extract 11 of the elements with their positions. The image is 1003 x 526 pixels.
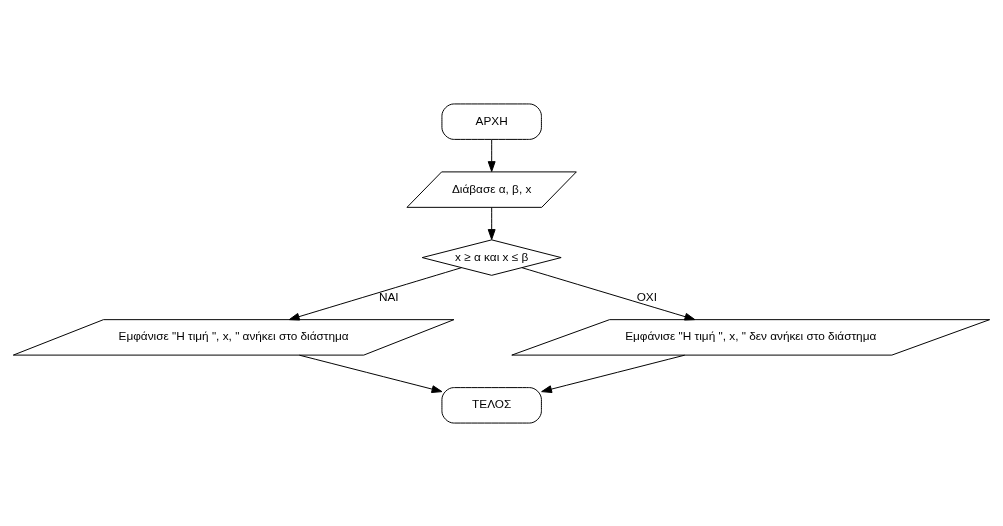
node-box: ΑΡΧΗ: [441, 102, 542, 140]
edge-label: ΝΑΙ: [378, 289, 399, 304]
arrow: [288, 266, 463, 321]
arrow: [487, 206, 496, 240]
arrow: [541, 354, 686, 393]
arrow: [521, 266, 696, 321]
arrow: [298, 354, 443, 393]
edge-label: ΟΧΙ: [636, 289, 657, 304]
node-box: ΤΕΛΟΣ: [441, 386, 542, 424]
arrow: [487, 138, 496, 172]
node-diamond: x ≥ α και x ≤ β: [421, 238, 562, 276]
